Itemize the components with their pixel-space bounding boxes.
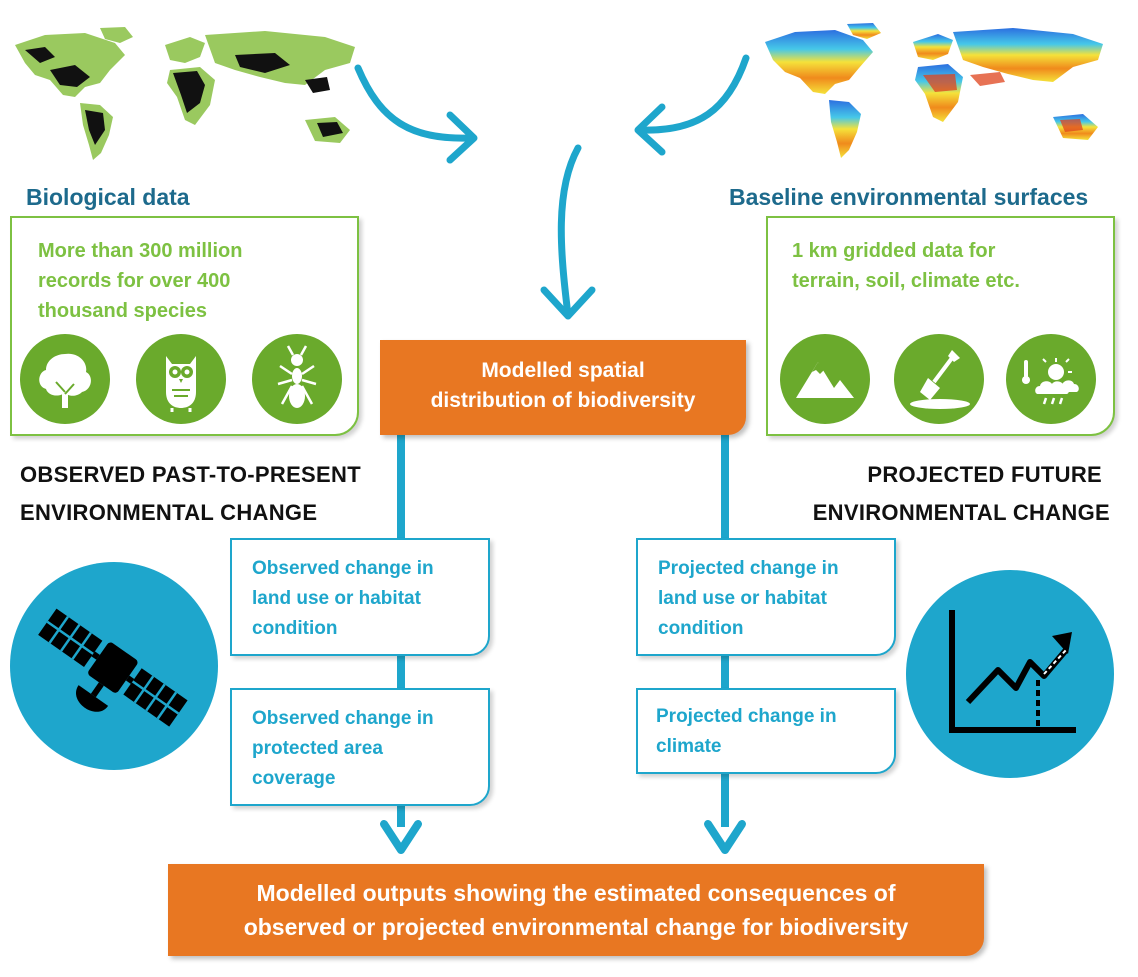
tree-icon <box>20 334 110 424</box>
biological-records-world-map <box>15 27 355 160</box>
environmental-surfaces-box: 1 km gridded data for terrain, soil, cli… <box>766 216 1115 436</box>
modelled-distribution-box: Modelled spatial distribution of biodive… <box>380 340 746 435</box>
satellite-icon <box>10 562 218 770</box>
observed-land-use-box: Observed change in land use or habitat c… <box>230 538 490 656</box>
ant-icon <box>252 334 342 424</box>
modelled-distribution-line: distribution of biodiversity <box>430 389 696 412</box>
observed-protected-area-line: coverage <box>252 768 336 789</box>
projected-climate-box: Projected change in climate <box>636 688 896 774</box>
projected-land-use-box: Projected change in land use or habitat … <box>636 538 896 656</box>
projected-land-use-line: Projected change in <box>658 558 839 579</box>
mountain-icon <box>780 334 870 424</box>
biological-description-line: More than 300 million <box>38 240 243 262</box>
arrow-biological-to-merge <box>354 64 478 164</box>
observed-land-use-line: condition <box>252 618 338 639</box>
biological-data-heading: Biological data <box>26 184 190 210</box>
arrow-down-to-model <box>540 144 596 320</box>
arrow-right-down-to-output <box>704 820 746 854</box>
projected-climate-line: climate <box>656 736 722 757</box>
arrow-environmental-to-merge <box>634 54 750 156</box>
observed-heading-line: OBSERVED PAST-TO-PRESENT <box>20 462 361 487</box>
projected-heading-line: PROJECTED FUTURE <box>867 462 1102 487</box>
biological-description-line: thousand species <box>38 300 207 322</box>
projected-heading-line: ENVIRONMENTAL CHANGE <box>812 500 1110 525</box>
owl-icon <box>136 334 226 424</box>
environmental-surfaces-heading: Baseline environmental surfaces <box>729 184 1089 210</box>
observed-protected-area-line: protected area <box>252 738 383 759</box>
biological-data-box: More than 300 million records for over 4… <box>10 216 359 436</box>
projected-climate-line: Projected change in <box>656 706 837 727</box>
environmental-description-line: terrain, soil, climate etc. <box>792 270 1020 292</box>
arrow-left-down-to-output <box>380 820 422 854</box>
observed-protected-area-line: Observed change in <box>252 708 434 729</box>
observed-land-use-line: land use or habitat <box>252 588 421 609</box>
observed-protected-area-box: Observed change in protected area covera… <box>230 688 490 806</box>
projected-land-use-line: land use or habitat <box>658 588 827 609</box>
modelled-outputs-line: observed or projected environmental chan… <box>243 914 909 940</box>
observed-land-use-line: Observed change in <box>252 558 434 579</box>
observed-heading-line: ENVIRONMENTAL CHANGE <box>20 500 318 525</box>
modelled-distribution-line: Modelled spatial <box>481 359 645 382</box>
environmental-description: 1 km gridded data for terrain, soil, cli… <box>792 236 1020 296</box>
environmental-description-line: 1 km gridded data for <box>792 240 996 262</box>
biological-description-line: records for over 400 <box>38 270 231 292</box>
weather-icon <box>1006 334 1096 424</box>
trend-chart-icon <box>906 570 1114 778</box>
shovel-icon <box>894 334 984 424</box>
projected-change-heading: PROJECTED FUTURE ENVIRONMENTAL CHANGE <box>813 456 1110 532</box>
environmental-surfaces-world-map <box>765 23 1103 158</box>
modelled-outputs-box: Modelled outputs showing the estimated c… <box>168 864 984 956</box>
biological-description: More than 300 million records for over 4… <box>38 236 242 326</box>
projected-land-use-line: condition <box>658 618 744 639</box>
modelled-outputs-line: Modelled outputs showing the estimated c… <box>256 880 896 906</box>
observed-change-heading: OBSERVED PAST-TO-PRESENT ENVIRONMENTAL C… <box>20 456 361 532</box>
